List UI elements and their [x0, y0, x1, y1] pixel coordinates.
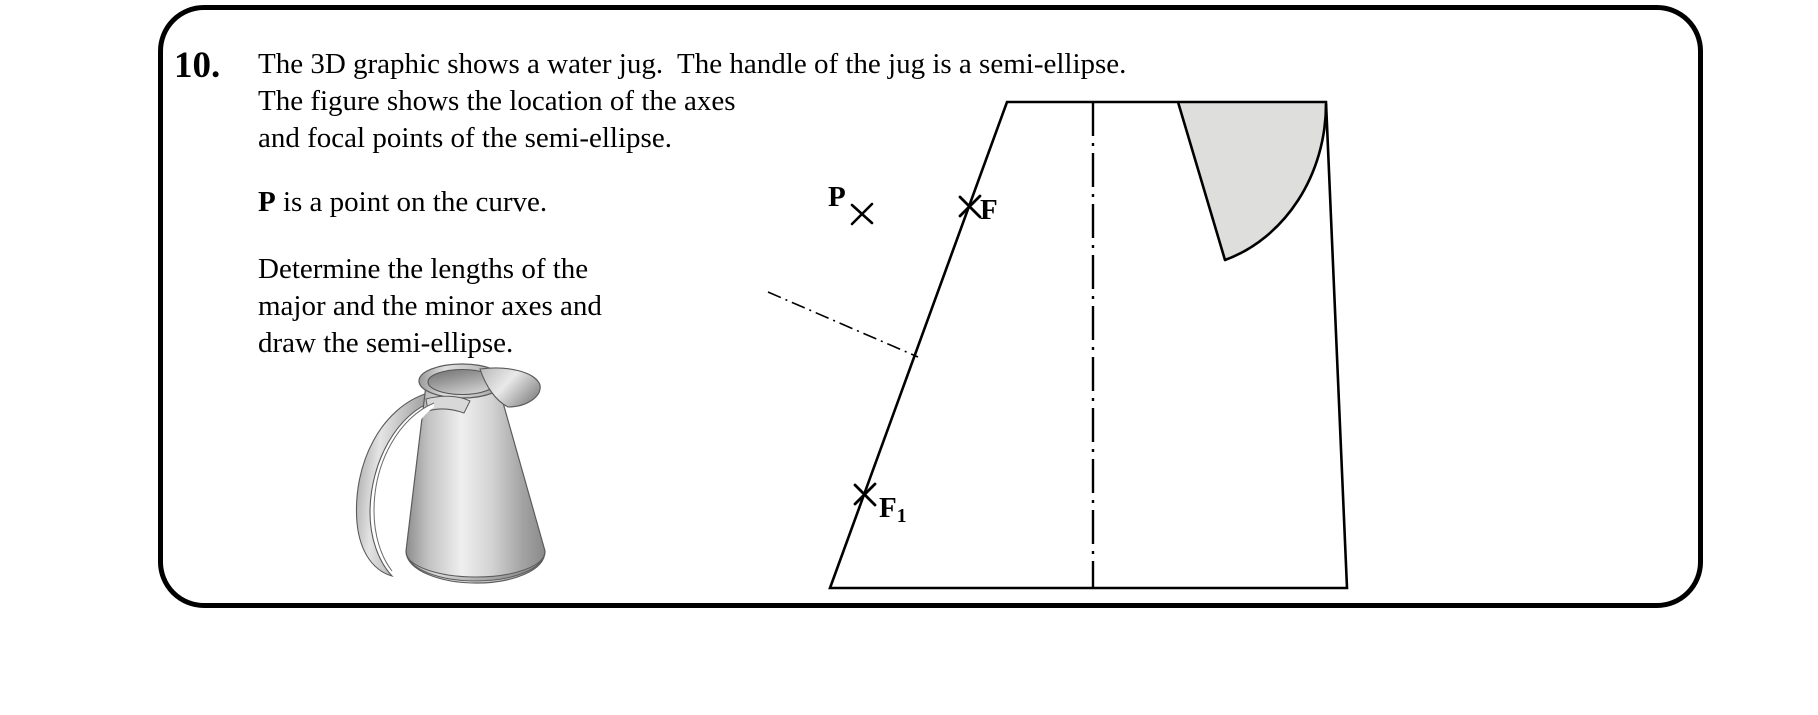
figure-label-f1-subscript: 1: [896, 505, 907, 528]
f1-cross-mark-icon: [853, 482, 877, 507]
jug-elevation-figure: [760, 80, 1720, 610]
jug-handle: [355, 392, 435, 578]
point-label-p: P: [258, 186, 276, 218]
question-text-column: The 3D graphic shows a water jug. The ha…: [258, 46, 1258, 362]
jug-svg: [355, 363, 546, 584]
task-paragraph: Determine the lengths of the major and t…: [258, 251, 1258, 362]
intro-paragraph: The 3D graphic shows a water jug. The ha…: [258, 46, 1258, 157]
intro-line-3: and focal points of the semi-ellipse.: [258, 122, 672, 154]
spout-sector-outline: [1176, 101, 1328, 262]
figure-label-f1: F1: [879, 492, 907, 527]
shaded-spout-sector: [1178, 102, 1326, 260]
jug-body: [405, 384, 546, 584]
figure-label-f1-base: F: [879, 492, 897, 524]
jug-handle-inner-edge: [373, 402, 435, 572]
task-line-2: major and the minor axes and: [258, 290, 602, 322]
question-number: 10.: [174, 45, 221, 86]
jug-lip: [425, 395, 471, 414]
task-line-3: draw the semi-ellipse.: [258, 327, 514, 359]
point-paragraph: P is a point on the curve.: [258, 184, 1258, 221]
intro-line-1: The 3D graphic shows a water jug. The ha…: [258, 48, 1127, 80]
task-line-1: Determine the lengths of the: [258, 253, 589, 285]
jug-outline-trapezoid: [828, 100, 1349, 590]
figure-svg: [767, 100, 1349, 590]
jug-handle-gap: [374, 403, 434, 571]
f-cross-mark-icon: [958, 194, 982, 219]
intro-line-2: The figure shows the location of the axe…: [258, 85, 736, 117]
figure-label-f: F: [980, 194, 998, 226]
question-frame: [158, 5, 1703, 608]
p-cross-mark-icon: [850, 202, 874, 226]
water-jug-3d-graphic: [330, 355, 590, 600]
figure-label-p: P: [828, 181, 846, 213]
jug-base: [405, 550, 546, 582]
jug-spout: [479, 367, 541, 408]
point-paragraph-rest: is a point on the curve.: [275, 186, 548, 218]
leader-line: [767, 291, 919, 358]
